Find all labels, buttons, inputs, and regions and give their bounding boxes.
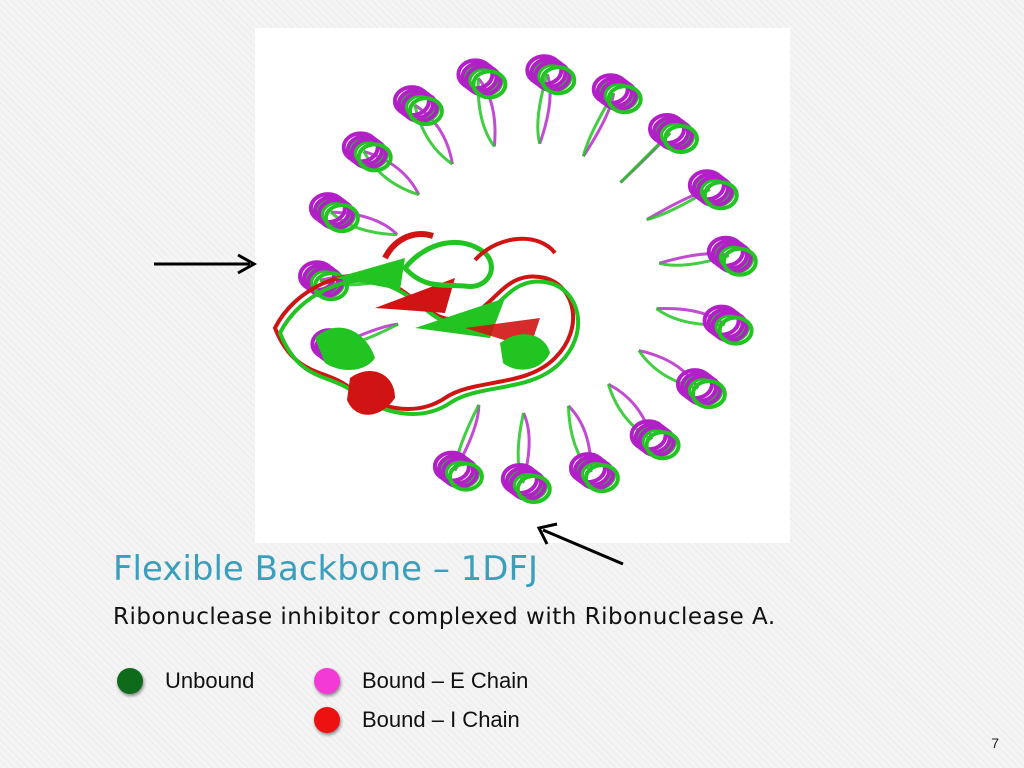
arrow-up-left-icon: [536, 522, 624, 566]
legend-dot-bound-e-chain: [314, 668, 340, 694]
protein-ribbon-image: [272, 54, 758, 504]
helix-coil-green: [407, 96, 444, 127]
helix-coil-green: [606, 84, 643, 115]
loop-strand-magenta: [330, 210, 399, 236]
loop-strand-magenta: [414, 103, 454, 165]
helix-coil-green: [583, 463, 620, 494]
legend-item-unbound: Unbound: [117, 666, 254, 696]
loop-strand-green: [516, 412, 525, 484]
loop-strand-magenta: [656, 306, 726, 326]
legend-label-bound-i-chain: Bound – I Chain: [362, 707, 520, 732]
helix-coil-green: [644, 430, 681, 461]
legend-item-bound-e-chain: Bound – E Chain: [314, 666, 528, 696]
helix-coil-green: [356, 142, 393, 173]
loop-strand-green: [362, 150, 420, 197]
slide-title: Flexible Backbone – 1DFJ: [113, 549, 539, 589]
legend-dot-bound-i-chain: [314, 707, 340, 733]
helix-coil-green: [663, 124, 699, 154]
loop-strand-magenta: [477, 77, 497, 147]
page-number: 7: [991, 735, 999, 751]
legend-label-bound-e-chain: Bound – E Chain: [362, 668, 529, 693]
helix-coil-ring: [298, 54, 758, 504]
loop-strand-magenta: [538, 73, 552, 145]
helix-coil-green: [471, 69, 508, 100]
legend-label-unbound: Unbound: [165, 668, 255, 693]
helix-coil-green: [717, 315, 754, 346]
helix-coil-green: [690, 379, 727, 410]
arrow-right-icon: [154, 253, 258, 275]
ribonuclease-ribbon: [272, 231, 580, 416]
protein-structure-figure: [255, 28, 790, 543]
slide-subtitle: Ribonuclease inhibitor complexed with Ri…: [113, 604, 776, 630]
loop-strand-magenta: [363, 149, 421, 196]
helix-coil-green: [515, 474, 552, 504]
helix-coil-green: [540, 65, 577, 96]
loop-strand-green: [413, 104, 454, 166]
helix-coil-green: [702, 180, 739, 211]
legend-dot-unbound: [117, 668, 143, 694]
helix-coil-green: [447, 461, 484, 492]
helix-coil-green: [721, 246, 758, 277]
legend-item-bound-i-chain: Bound – I Chain: [314, 705, 520, 735]
helix-coil-green: [323, 203, 360, 234]
loop-strand-green: [329, 210, 398, 237]
